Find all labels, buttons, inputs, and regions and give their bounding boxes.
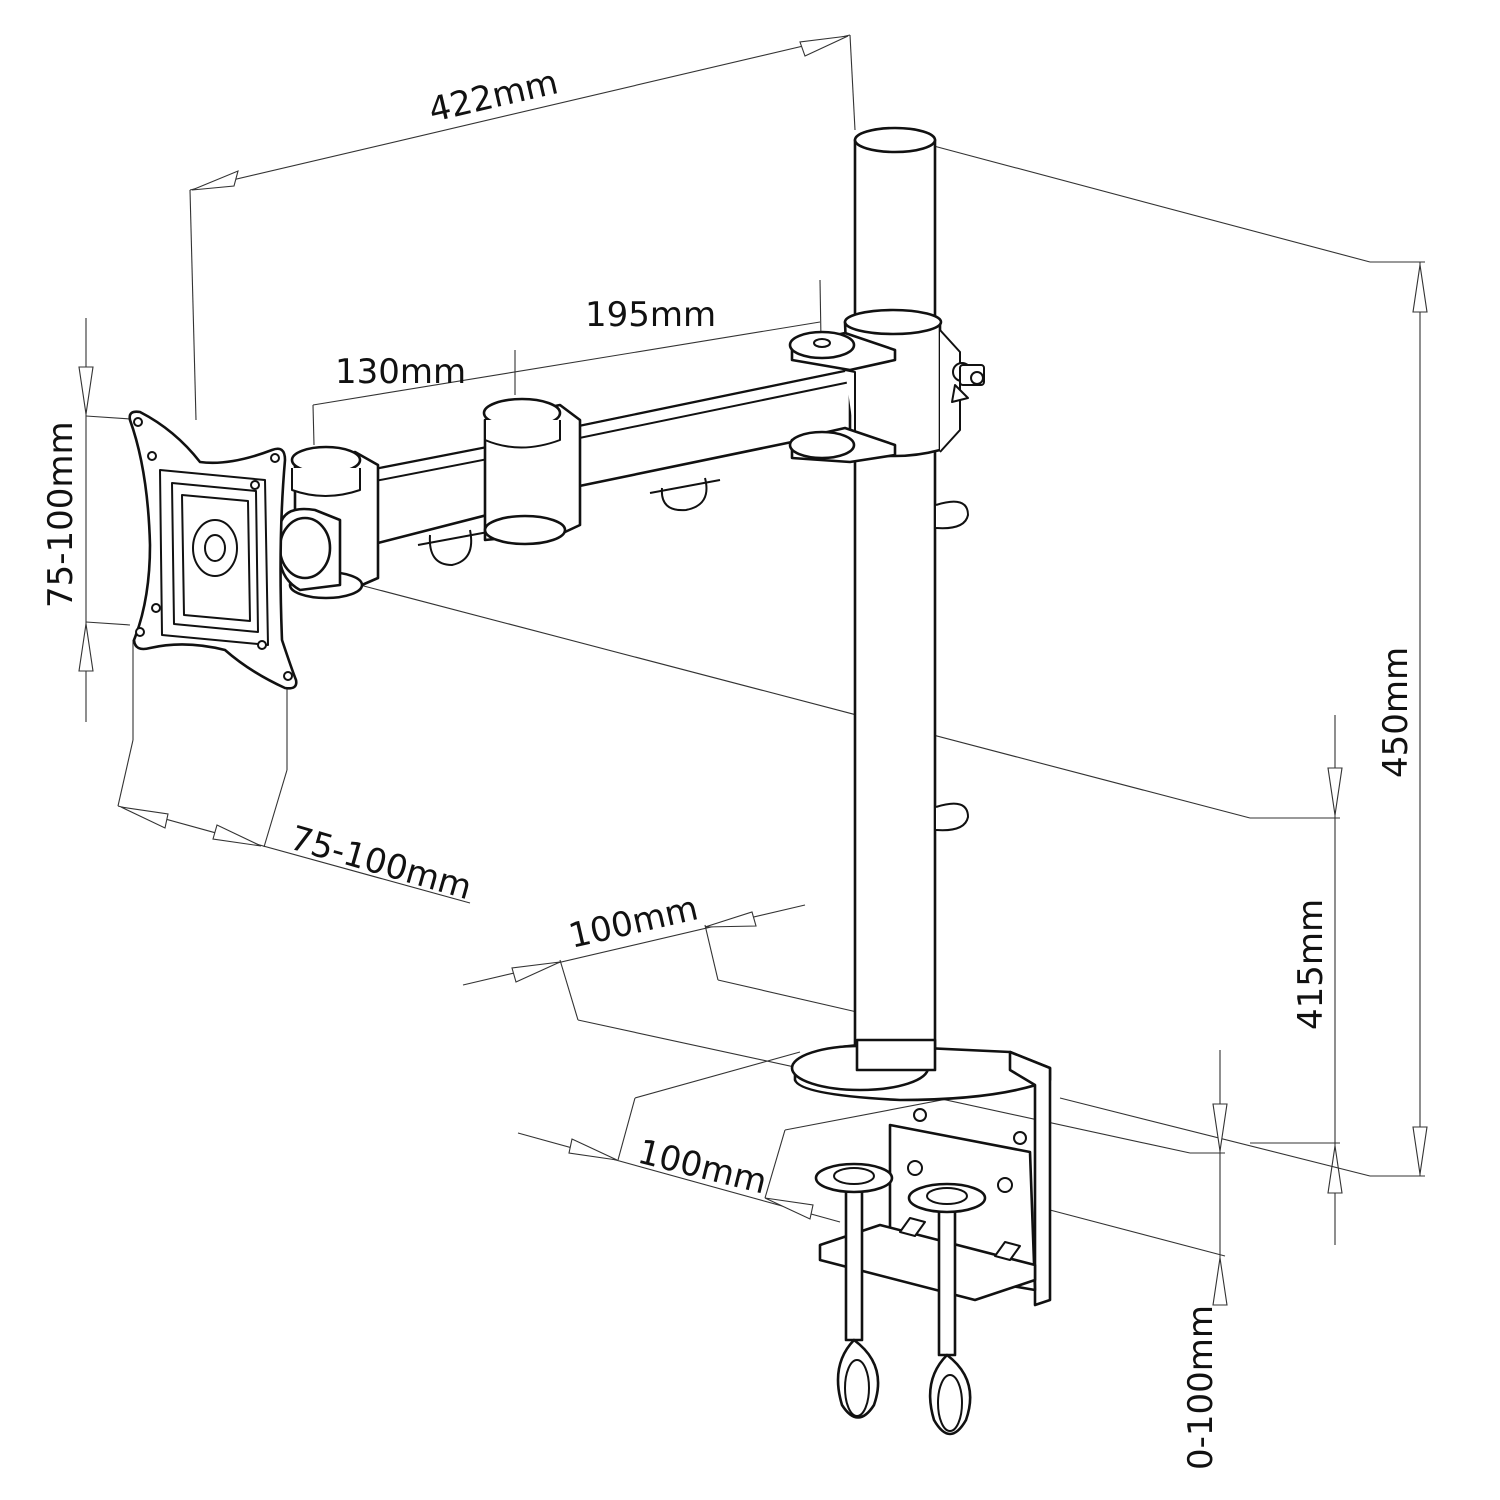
label-base-width: 100mm <box>634 1132 771 1203</box>
label-clamp-range: 0-100mm <box>1181 1305 1221 1470</box>
arm-joint-middle <box>482 397 582 546</box>
clamp-screw-left <box>814 1162 894 1419</box>
label-base-depth: 100mm <box>565 888 702 956</box>
dimension-lines <box>78 34 1428 1306</box>
pole <box>853 126 969 1062</box>
cable-hooks <box>417 477 721 566</box>
label-overall-reach: 422mm <box>425 62 562 130</box>
label-pole-height-to-arm: 415mm <box>1291 899 1331 1030</box>
clamp-screw-right <box>907 1182 987 1436</box>
arm-joint-pole <box>788 330 897 464</box>
arm-joint-head <box>278 445 380 600</box>
label-arm-inner: 130mm <box>335 352 466 392</box>
arm-outer <box>558 368 856 492</box>
label-pole-height-total: 450mm <box>1376 647 1416 778</box>
dimension-labels: 422mm 195mm 130mm 75-100mm 75-100mm 450m… <box>41 62 1416 1470</box>
vesa-plate <box>128 410 298 690</box>
label-vesa-vertical: 75-100mm <box>41 421 81 608</box>
clamp-bracket <box>818 1217 1037 1302</box>
label-vesa-horizontal: 75-100mm <box>286 818 476 908</box>
label-arm-outer: 195mm <box>585 295 716 335</box>
